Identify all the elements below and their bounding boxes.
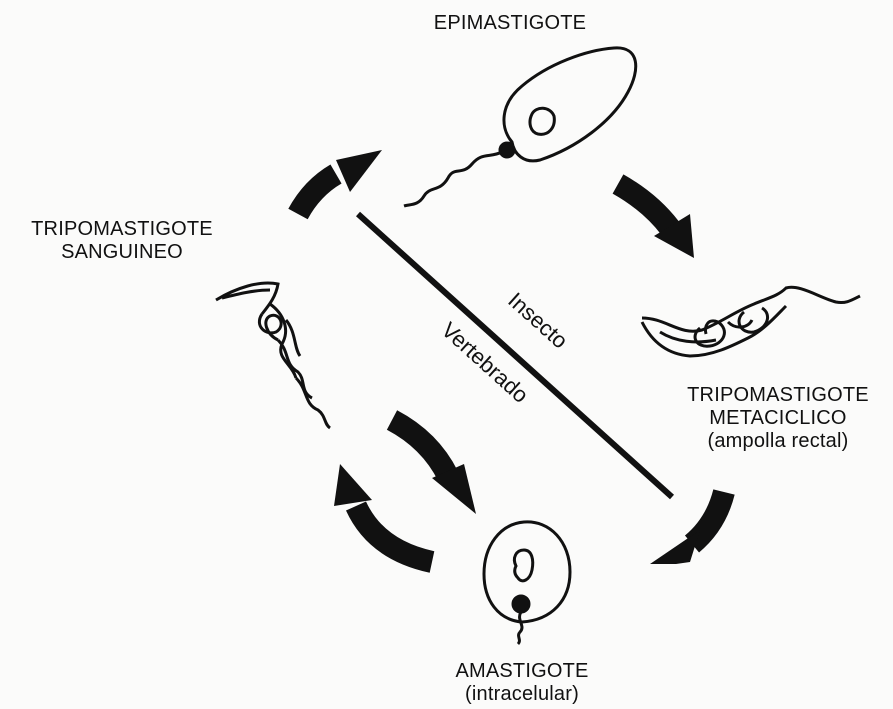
cycle-arrows <box>298 150 724 564</box>
metaciclico-organism-icon <box>642 287 860 356</box>
epimastigote-label: EPIMASTIGOTE <box>410 12 610 35</box>
amastigote-organism-icon <box>484 522 570 644</box>
tripomastigote-sanguineo-label: TRIPOMASTIGOTE SANGUINEO <box>4 218 240 264</box>
sanguineo-organism-icon <box>216 283 330 428</box>
insect-label: Insecto <box>503 287 572 353</box>
host-divider-line <box>358 214 672 497</box>
epimastigote-organism-icon <box>404 48 636 206</box>
amastigote-label: AMASTIGOTE (intracelular) <box>410 660 634 706</box>
arrow-sanguineo-to-epimastigote <box>298 150 382 214</box>
arrow-epimastigote-to-metaciclico <box>618 184 694 258</box>
arrow-sanguineo-to-amastigote <box>392 420 476 514</box>
arrow-amastigote-to-sanguineo <box>334 464 432 562</box>
tripomastigote-metaciclico-label: TRIPOMASTIGOTE METACICLICO (ampolla rect… <box>664 384 892 453</box>
arrow-metaciclico-to-amastigote <box>650 492 724 564</box>
